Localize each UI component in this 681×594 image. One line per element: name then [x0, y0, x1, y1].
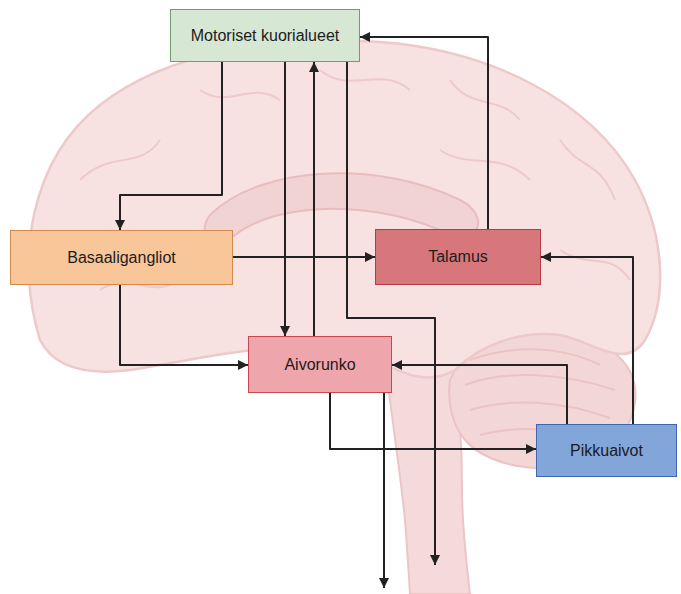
thalamus-box: Talamus [375, 229, 541, 285]
pathway-arrow [392, 365, 567, 424]
node-label: Motoriset kuorialueet [191, 26, 340, 45]
brainstem-box: Aivorunko [248, 336, 392, 393]
pathway-arrow [541, 257, 633, 424]
descending-pathway [383, 393, 385, 588]
motor-cortex-box: Motoriset kuorialueet [170, 9, 360, 62]
node-label: Basaaligangliot [67, 248, 176, 267]
node-label: Talamus [428, 247, 488, 266]
descending-pathway [347, 62, 435, 565]
node-label: Aivorunko [284, 355, 355, 374]
cerebellum-box: Pikkuaivot [536, 424, 677, 477]
pathway-arrow [120, 285, 248, 365]
cerebrum [29, 40, 660, 377]
basal-ganglia-box: Basaaligangliot [10, 230, 233, 285]
pathway-arrow [360, 37, 488, 229]
pathway-arrow [120, 62, 222, 230]
pathway-arrow [330, 393, 536, 449]
pathway-arrow [284, 62, 286, 336]
node-label: Pikkuaivot [570, 441, 643, 460]
pathway-arrow [233, 256, 375, 258]
pathway-arrow [313, 62, 315, 336]
